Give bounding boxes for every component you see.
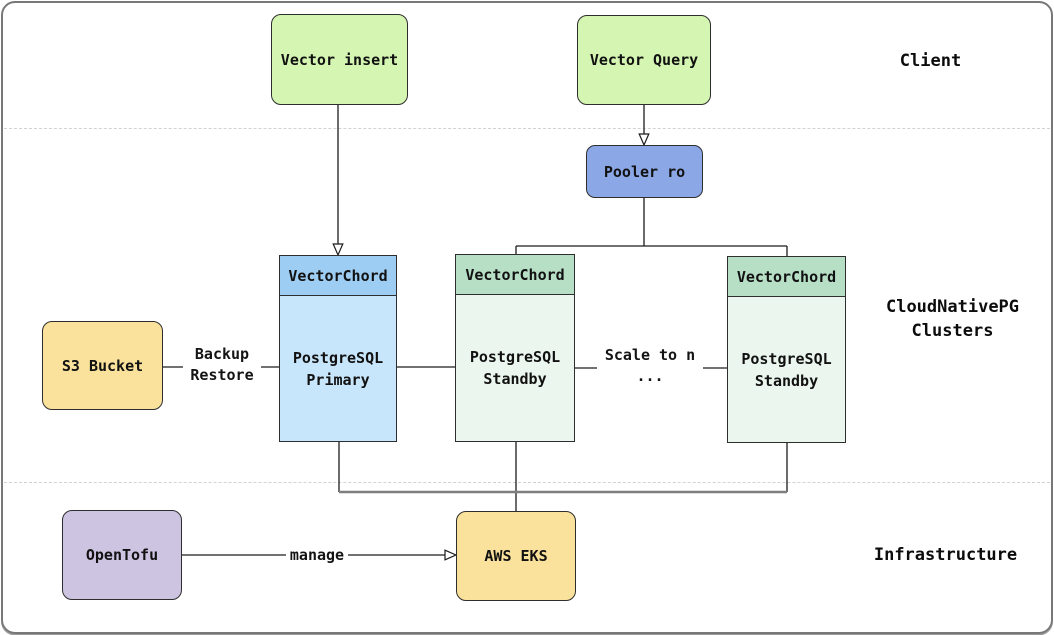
section-label-cloudnativepg-line2: Clusters	[911, 321, 994, 341]
node-vector-query: Vector Query	[577, 15, 711, 105]
edge-label-restore: Restore	[190, 366, 254, 384]
node-primary-label-line2: Primary	[306, 370, 370, 389]
client-clusters-separator	[4, 128, 1050, 129]
node-standby1-header-label: VectorChord	[465, 265, 565, 284]
section-label-cloudnativepg-line1: CloudNativePG	[885, 297, 1020, 317]
section-label-client: Client	[899, 51, 962, 71]
node-standby1-label-line1: PostgreSQL	[469, 348, 561, 366]
node-standby1-header: VectorChord	[456, 255, 574, 295]
node-postgresql-standby-1: VectorChord PostgreSQL Standby	[455, 254, 575, 442]
node-pooler-ro-label: Pooler ro	[603, 162, 686, 181]
node-primary-label-line1: PostgreSQL	[292, 348, 384, 367]
node-primary-header-label: VectorChord	[288, 266, 388, 285]
clusters-infrastructure-separator	[4, 482, 1050, 483]
node-vector-query-label: Vector Query	[589, 51, 699, 69]
node-standby1-label-line2: Standby	[483, 370, 547, 388]
arrowhead-opentofu-to-eks	[444, 549, 458, 561]
node-s3-bucket-label: S3 Bucket	[61, 356, 144, 375]
node-pooler-ro: Pooler ro	[586, 145, 703, 198]
node-standby2-label-line2: Standby	[754, 371, 819, 390]
edge-label-scale-to-n: Scale to n ...	[597, 345, 703, 387]
section-label-infrastructure: Infrastructure	[873, 545, 1018, 565]
node-s3-bucket: S3 Bucket	[42, 321, 163, 410]
node-primary-header: VectorChord	[280, 256, 396, 296]
node-standby2-body: PostgreSQL Standby	[728, 297, 845, 442]
node-vector-insert: Vector insert	[271, 14, 408, 105]
node-standby1-body: PostgreSQL Standby	[456, 295, 574, 441]
edge-pooler-to-standbys	[515, 198, 788, 256]
node-postgresql-primary: VectorChord PostgreSQL Primary	[279, 255, 397, 442]
edge-dbs-to-eks	[338, 442, 788, 511]
node-aws-eks: AWS EKS	[456, 511, 576, 601]
node-standby2-header-label: VectorChord	[736, 267, 837, 286]
edge-label-backup-restore: Backup Restore	[183, 344, 261, 386]
section-label-cloudnativepg: CloudNativePG Clusters	[860, 295, 1045, 343]
edge-label-scale-line1: Scale to n	[604, 346, 696, 364]
node-postgresql-standby-2: VectorChord PostgreSQL Standby	[727, 256, 846, 443]
edge-label-backup: Backup	[194, 345, 250, 363]
node-opentofu: OpenTofu	[62, 510, 182, 600]
node-standby2-label-line1: PostgreSQL	[741, 349, 832, 368]
node-standby2-header: VectorChord	[728, 257, 845, 297]
edge-label-manage: manage	[286, 545, 348, 566]
arrowhead-insert-to-primary	[332, 243, 344, 257]
node-primary-body: PostgreSQL Primary	[280, 296, 396, 441]
node-aws-eks-label: AWS EKS	[484, 547, 548, 565]
edge-label-scale-line2: ...	[636, 367, 664, 385]
node-opentofu-label: OpenTofu	[85, 546, 159, 564]
arrowhead-query-to-pooler	[638, 133, 650, 147]
node-vector-insert-label: Vector insert	[280, 50, 399, 69]
